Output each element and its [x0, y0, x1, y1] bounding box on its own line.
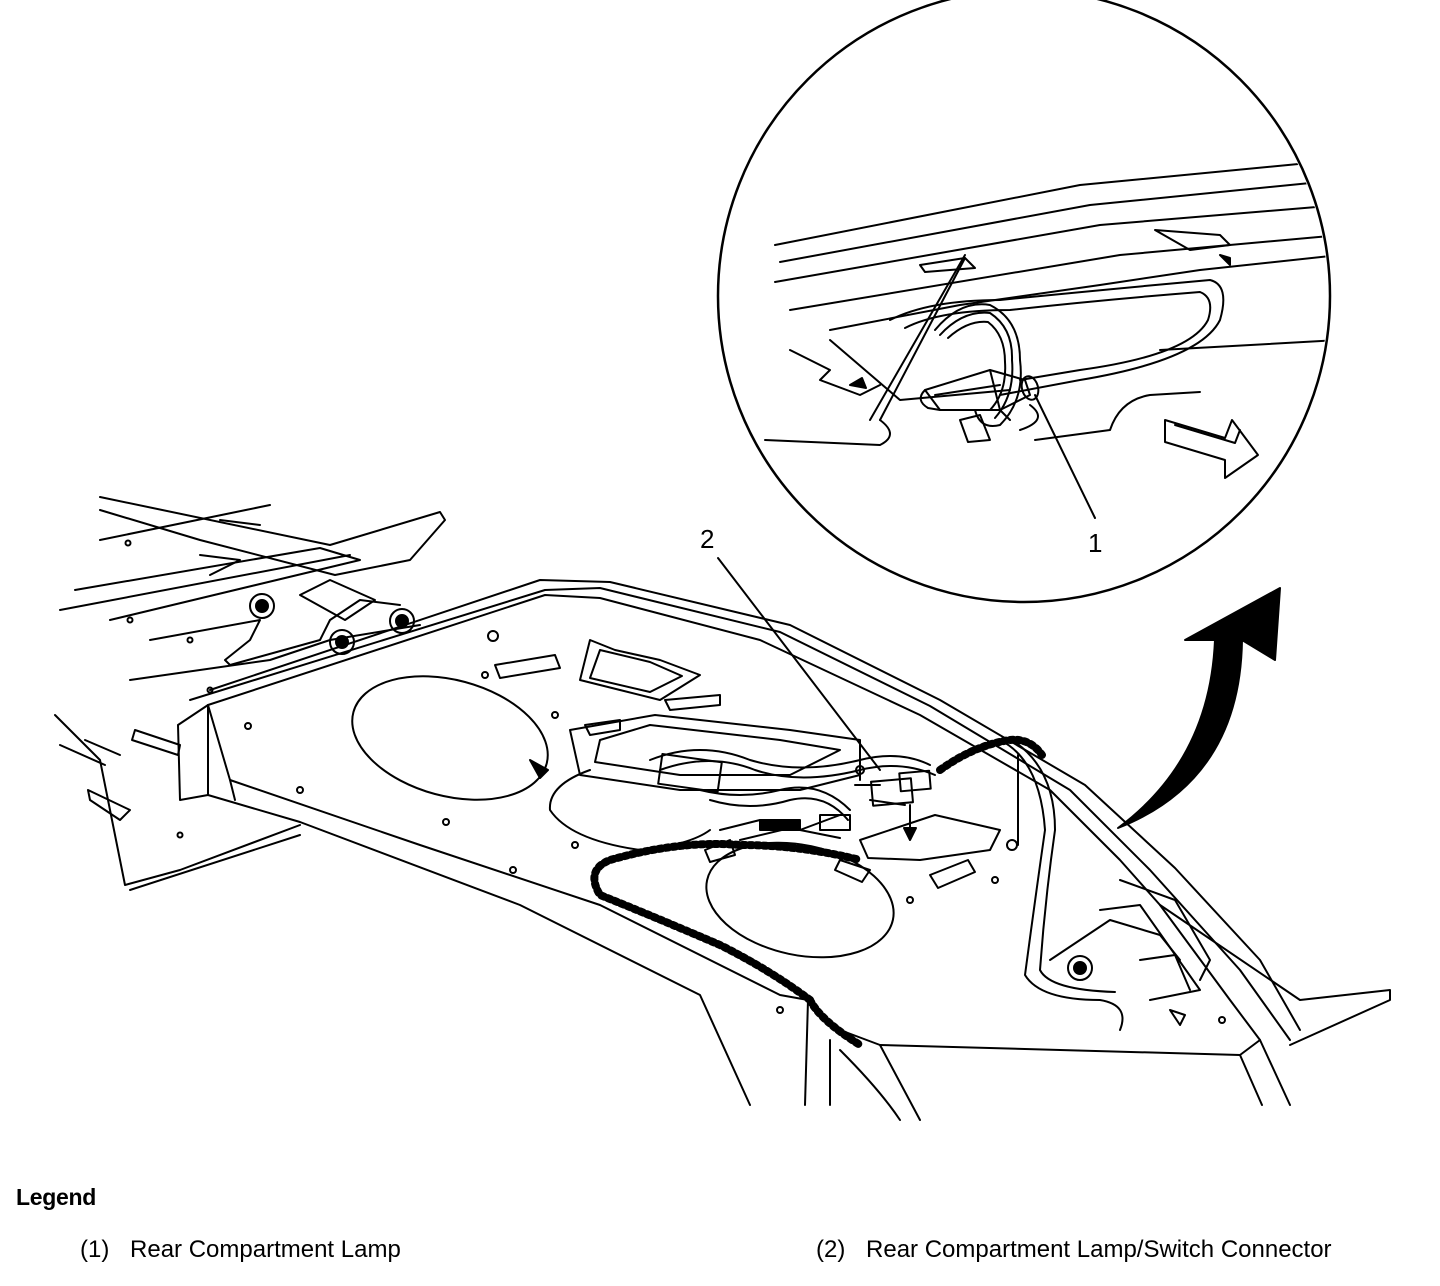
legend-item-2-number: (2)	[816, 1236, 846, 1263]
wiring-harness	[590, 735, 1124, 1049]
rear-shelf-panel	[177, 579, 1391, 1121]
detail-inset	[716, 0, 1332, 604]
legend-item-2-label: Rear Compartment Lamp/Switch Connector	[866, 1236, 1332, 1263]
rear-compartment-diagram: 2 1	[54, 0, 1391, 1121]
leader-lines	[717, 254, 1096, 771]
callout-1: 1	[1088, 528, 1102, 558]
legend-item-1-label: Rear Compartment Lamp	[130, 1236, 401, 1263]
callout-2: 2	[700, 524, 714, 554]
legend-title: Legend	[16, 1184, 96, 1210]
left-body-structure	[54, 496, 446, 891]
legend-item-2: (2) Rear Compartment Lamp/Switch Connect…	[816, 1236, 1332, 1264]
legend-item-1-number: (1)	[80, 1236, 110, 1263]
right-body-structure	[1049, 879, 1226, 1026]
legend-item-1: (1) Rear Compartment Lamp	[80, 1236, 401, 1264]
curved-arrow	[1117, 587, 1281, 829]
